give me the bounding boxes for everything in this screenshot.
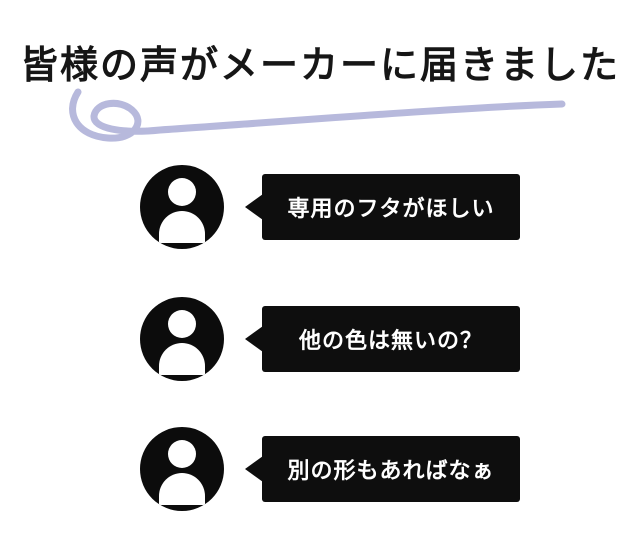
speech-bubble: 専用のフタがほしい <box>245 174 520 240</box>
person-head-shape <box>168 310 196 338</box>
page-title: 皆様の声がメーカーに届きました <box>19 45 620 87</box>
person-shoulders-shape <box>159 343 205 375</box>
person-avatar-icon <box>140 427 224 511</box>
voice-row: 別の形もあればなぁ <box>0 427 640 527</box>
speech-bubble: 別の形もあればなぁ <box>245 436 520 502</box>
speech-bubble-tail <box>245 456 263 482</box>
message-text: 他の色は無いの？ <box>298 328 483 353</box>
speech-bubble: 他の色は無いの？ <box>245 306 520 372</box>
person-shoulders-shape <box>159 211 205 243</box>
person-avatar-icon <box>140 297 224 381</box>
underline-swoosh-decoration <box>69 88 566 142</box>
person-head-shape <box>168 440 196 468</box>
person-head-shape <box>168 178 196 206</box>
voice-row: 専用のフタがほしい <box>0 165 640 265</box>
speech-bubble-tail <box>245 326 263 352</box>
swoosh-path <box>69 88 566 142</box>
speech-bubble-tail <box>245 194 263 220</box>
person-avatar-icon <box>140 165 224 249</box>
message-text: 専用のフタがほしい <box>287 196 495 221</box>
person-shoulders-shape <box>159 473 205 505</box>
message-text: 別の形もあればなぁ <box>287 458 495 483</box>
voice-row: 他の色は無いの？ <box>0 297 640 397</box>
